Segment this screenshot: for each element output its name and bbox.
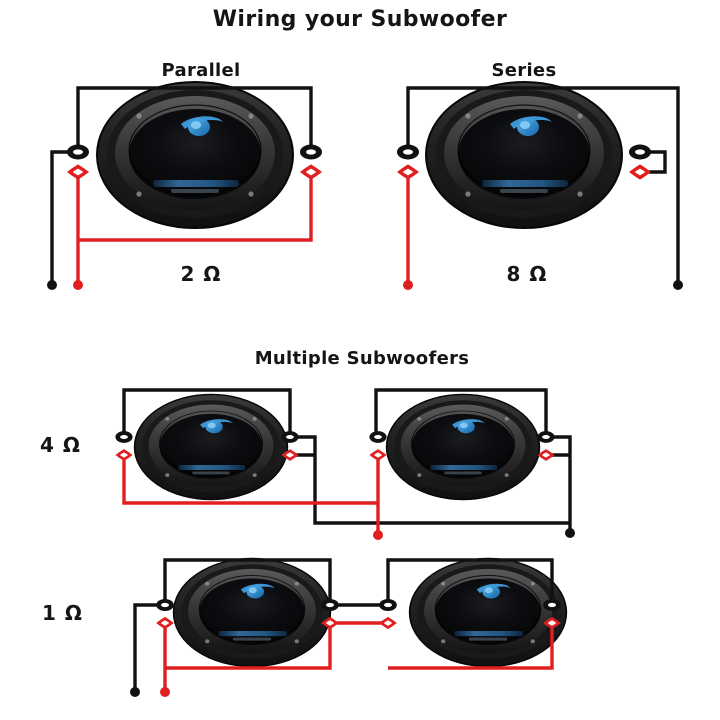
wire-negative-bridge-right: [386, 558, 554, 605]
wire-negative-bridge-left: [122, 388, 292, 437]
impedance-label-1ohm: 1 Ω: [42, 601, 83, 625]
speaker-terminal-negative-icon: [397, 144, 419, 160]
speaker-terminal-positive-icon: [115, 449, 133, 461]
impedance-label-4ohm: 4 Ω: [40, 433, 81, 457]
speaker-terminal-positive-icon: [369, 449, 387, 461]
parallel-diagram: 2 Ω: [47, 81, 322, 290]
wire-positive-bridge-right: [388, 623, 554, 670]
wire-negative-lead: [133, 603, 165, 692]
multiple-row-1ohm: 1 Ω: [42, 557, 568, 697]
wire-endpoint-dot-icon: [160, 687, 170, 697]
impedance-label-parallel: 2 Ω: [181, 262, 222, 286]
multiple-row-4ohm: 4 Ω: [40, 388, 575, 540]
wire-negative-bridge: [76, 86, 313, 152]
speaker-terminal-negative-icon: [369, 431, 387, 443]
wire-endpoint-dot-icon: [565, 528, 575, 538]
wire-negative-bridge-left: [163, 558, 332, 605]
wire-endpoint-dot-icon: [130, 687, 140, 697]
wire-series-jumper: [640, 150, 667, 174]
subwoofer-icon: [96, 81, 294, 229]
speaker-terminal-negative-icon: [300, 144, 322, 160]
section-label-multiple: Multiple Subwoofers: [255, 348, 470, 369]
speaker-terminal-positive-icon: [379, 616, 397, 630]
speaker-terminal-negative-icon: [629, 144, 651, 160]
subwoofer-icon: [133, 393, 289, 501]
speaker-terminal-positive-icon: [67, 164, 89, 180]
subwoofer-icon: [425, 81, 623, 229]
wire-endpoint-dot-icon: [73, 280, 83, 290]
wire-endpoint-dot-icon: [47, 280, 57, 290]
wire-link-black-left-to-right: [290, 435, 570, 525]
speaker-terminal-negative-icon: [537, 431, 555, 443]
wire-endpoint-dot-icon: [403, 280, 413, 290]
speaker-terminal-negative-icon: [321, 599, 339, 611]
speaker-terminal-negative-icon: [543, 599, 561, 611]
speaker-terminal-negative-icon: [67, 144, 89, 160]
wire-negative-lead: [406, 86, 680, 285]
speaker-terminal-negative-icon: [115, 431, 133, 443]
section-label-parallel: Parallel: [162, 60, 241, 81]
subwoofer-icon: [408, 557, 568, 668]
speaker-terminal-positive-icon: [629, 164, 651, 180]
subwoofer-icon: [172, 557, 332, 668]
speaker-terminal-negative-icon: [281, 431, 299, 443]
impedance-label-series: 8 Ω: [507, 262, 548, 286]
page-title: Wiring your Subwoofer: [213, 7, 507, 32]
wire-positive-bus-left: [122, 455, 378, 505]
wire-negative-bridge-right: [374, 388, 548, 437]
wire-positive-bridge-left: [165, 623, 332, 670]
speaker-terminal-positive-icon: [156, 616, 174, 630]
speaker-terminal-negative-icon: [379, 599, 397, 611]
speaker-terminal-positive-icon: [300, 164, 322, 180]
subwoofer-icon: [385, 393, 541, 501]
speaker-terminal-positive-icon: [397, 164, 419, 180]
speaker-terminal-negative-icon: [156, 599, 174, 611]
wire-positive-bridge: [78, 172, 313, 242]
wire-endpoint-dot-icon: [673, 280, 683, 290]
series-diagram: 8 Ω: [397, 81, 683, 290]
section-label-series: Series: [492, 60, 557, 81]
wire-endpoint-dot-icon: [373, 530, 383, 540]
